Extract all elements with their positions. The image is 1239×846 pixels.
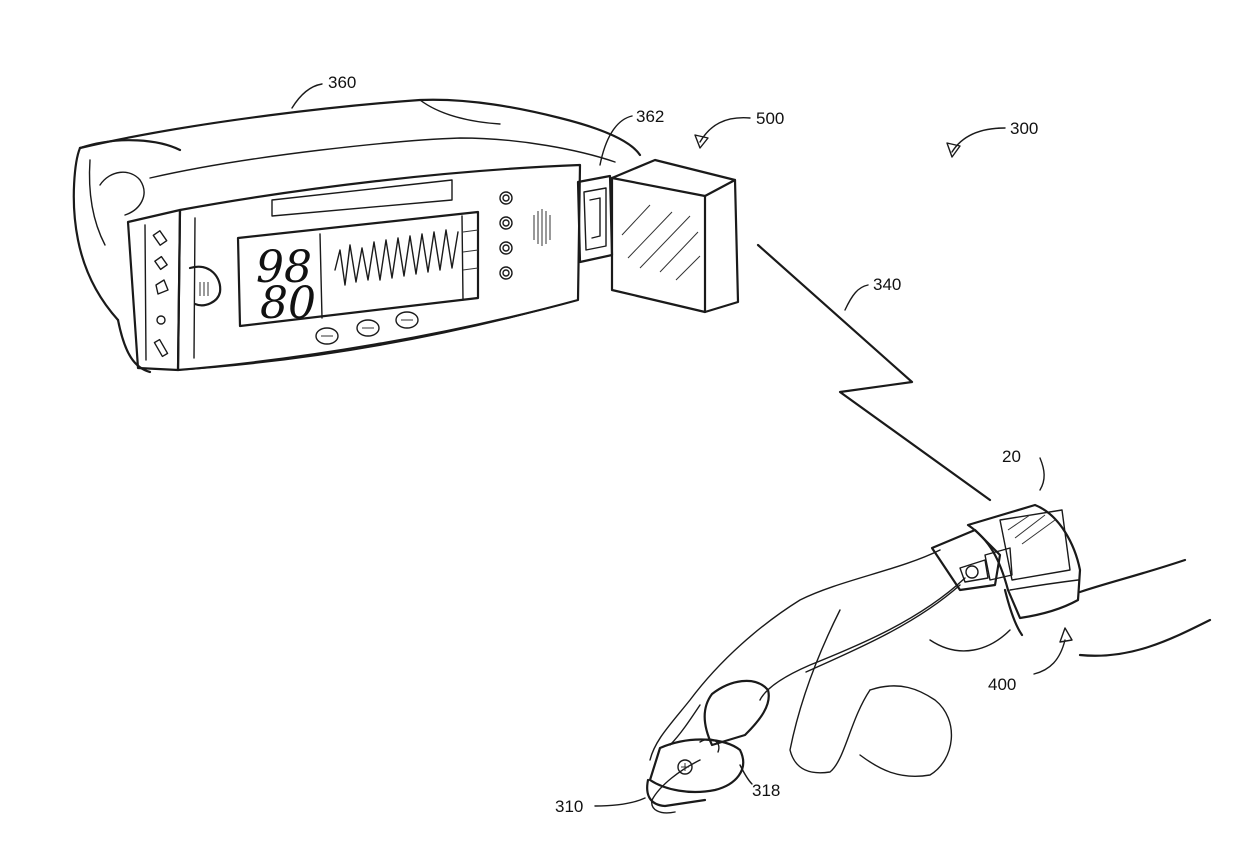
- speaker-grille: [534, 209, 550, 246]
- patient-monitor: 98 80: [74, 100, 640, 372]
- ref-20: 20: [1002, 447, 1021, 466]
- wrist-unit: [932, 505, 1080, 635]
- ref-400: 400: [988, 675, 1016, 694]
- ref-340: 340: [873, 275, 901, 294]
- ref-300: 300: [1010, 119, 1038, 138]
- hand-and-wrist: [650, 550, 1210, 813]
- side-panel-icons: [153, 231, 168, 357]
- pulse-readout: 80: [260, 278, 316, 329]
- wireless-module: [612, 160, 738, 312]
- ref-500: 500: [756, 109, 784, 128]
- monitor-side-buttons: [500, 192, 512, 279]
- pleth-waveform: [335, 230, 458, 285]
- ref-318: 318: [752, 781, 780, 800]
- ref-362: 362: [636, 107, 664, 126]
- ref-360: 360: [328, 73, 356, 92]
- sensor-cable: [760, 578, 965, 700]
- finger-sensor: [647, 681, 769, 806]
- ref-310: 310: [555, 797, 583, 816]
